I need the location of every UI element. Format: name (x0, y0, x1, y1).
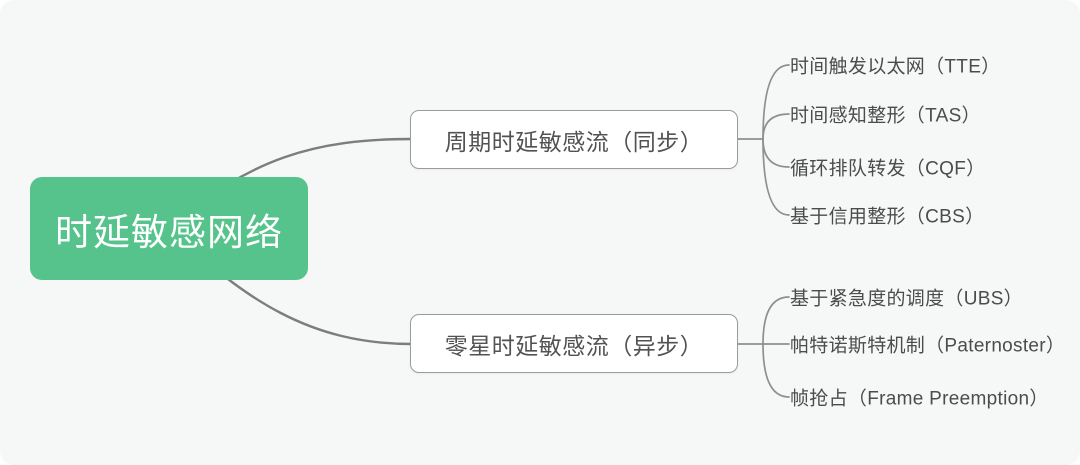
connector-branch-1-child-1 (762, 64, 790, 140)
subtopic-cbs[interactable]: 基于信用整形（CBS） (790, 206, 985, 228)
root-topic[interactable]: 时延敏感网络 (30, 177, 308, 280)
subtopic-tas[interactable]: 时间感知整形（TAS） (790, 105, 981, 127)
subtopic-paternoster[interactable]: 帕特诺斯特机制（Paternoster） (790, 335, 1066, 357)
branch-topic-periodic[interactable]: 周期时延敏感流（同步） (410, 110, 738, 169)
connector-branch-2-child-1 (762, 296, 790, 345)
subtopic-ubs[interactable]: 基于紧急度的调度（UBS） (790, 288, 1023, 310)
subtopic-frame-preemption[interactable]: 帧抢占（Frame Preemption） (790, 388, 1049, 410)
connector-branch-1-child-3 (762, 138, 790, 168)
connector-branch-1-child-2 (762, 113, 790, 140)
subtopic-cqf[interactable]: 循环排队转发（CQF） (790, 158, 986, 180)
branch-topic-sporadic[interactable]: 零星时延敏感流（异步） (410, 314, 738, 373)
connector-branch-1-child-4 (762, 138, 790, 216)
connector-branch-2-child-3 (762, 343, 790, 398)
subtopic-tte[interactable]: 时间触发以太网（TTE） (790, 56, 1001, 78)
